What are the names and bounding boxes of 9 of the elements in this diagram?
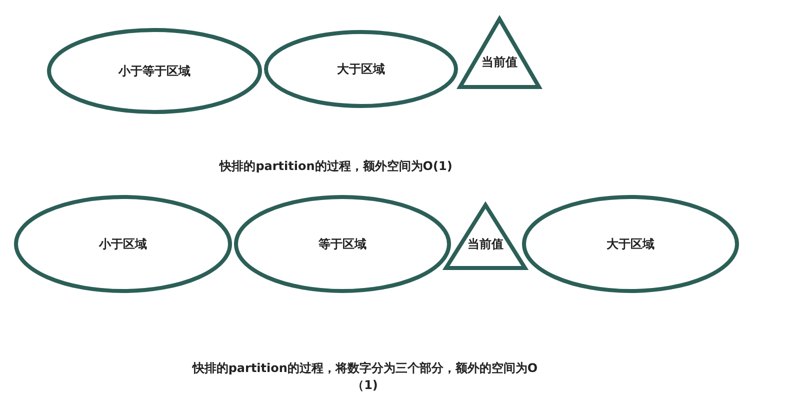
node-label: 大于区域 xyxy=(337,60,385,78)
caption-text: 快排的partition的过程，将数字分为三个部分，额外的空间为O（1) xyxy=(191,360,539,394)
node-label: 当前值 xyxy=(482,54,518,70)
node-label: 等于区域 xyxy=(318,236,366,252)
node-label: 当前值 xyxy=(468,236,504,254)
node-label: 大于区域 xyxy=(606,236,654,252)
caption-text: 快排的partition的过程，额外空间为O(1) xyxy=(218,158,454,175)
node-label: 小于区域 xyxy=(99,236,147,252)
node-label: 小于等于区域 xyxy=(118,62,190,80)
